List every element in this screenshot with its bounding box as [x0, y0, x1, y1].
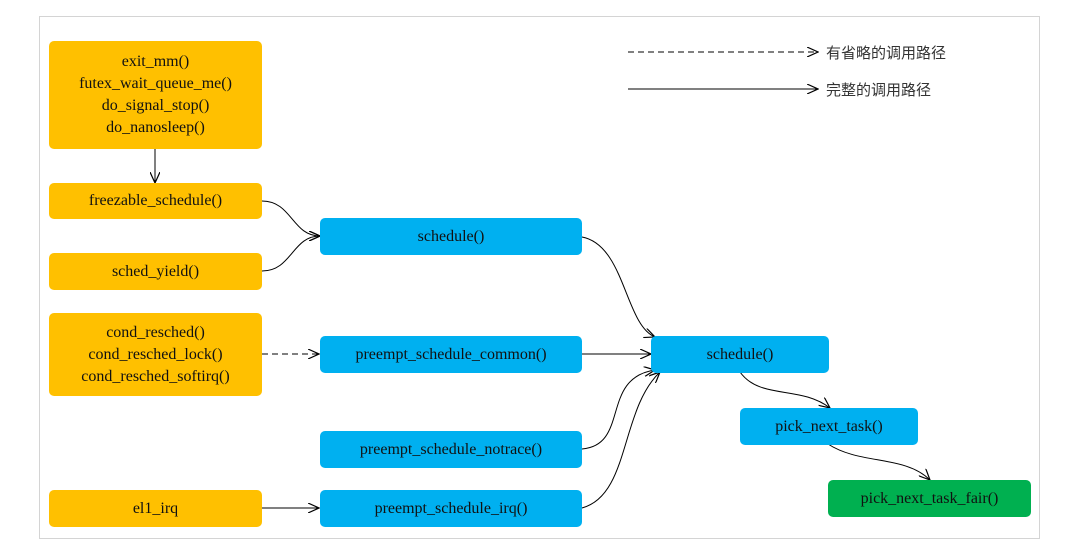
node-sched-yield-label: sched_yield() — [111, 262, 200, 280]
node-preempt-schedule-common-label: preempt_schedule_common() — [355, 345, 547, 363]
node-cond-resched-label: cond_resched() — [106, 323, 205, 341]
diagram-frame — [39, 16, 1040, 539]
edge-schedule-to-pick-next-task — [739, 371, 830, 408]
node-do-signal-stop-label: do_signal_stop() — [101, 97, 210, 114]
node-preempt-schedule-irq-label: preempt_schedule_irq() — [374, 499, 528, 517]
node-freezable-schedule: freezable_schedule() — [49, 183, 262, 219]
node-futex-wait-queue-me-label: futex_wait_queue_me() — [79, 75, 232, 92]
node-pick-next-task-label: pick_next_task() — [775, 417, 883, 435]
node-exit-mm-group: exit_mm() futex_wait_queue_me() do_signa… — [49, 41, 262, 149]
node-freezable-schedule-label: freezable_schedule() — [88, 192, 223, 209]
node-schedule-upper: schedule() — [320, 218, 582, 255]
node-preempt-schedule-irq: preempt_schedule_irq() — [320, 490, 582, 527]
node-schedule-upper-label: schedule() — [417, 227, 485, 245]
node-cond-resched-group: cond_resched() cond_resched_lock() cond_… — [49, 313, 262, 396]
node-cond-resched-lock-label: cond_resched_lock() — [88, 345, 223, 363]
node-el1-irq-label: el1_irq — [132, 499, 179, 517]
node-exit-mm-label: exit_mm() — [121, 53, 190, 70]
node-preempt-schedule-notrace: preempt_schedule_notrace() — [320, 431, 582, 468]
edge-freezable-to-schedule — [261, 200, 320, 236]
node-schedule-core-label: schedule() — [706, 345, 774, 363]
node-pick-next-task: pick_next_task() — [740, 408, 918, 445]
node-preempt-schedule-notrace-label: preempt_schedule_notrace() — [359, 440, 543, 458]
node-schedule-core: schedule() — [651, 336, 829, 373]
node-el1-irq: el1_irq — [49, 490, 262, 527]
node-sched-yield: sched_yield() — [49, 253, 262, 290]
edge-sched-yield-to-schedule — [261, 236, 320, 272]
legend-full-path-label: 完整的调用路径 — [826, 81, 932, 99]
edge-preempt-notrace-to-schedule — [581, 370, 655, 450]
node-pick-next-task-fair-label: pick_next_task_fair() — [860, 489, 999, 507]
legend-omitted-path-label: 有省略的调用路径 — [826, 44, 947, 62]
node-do-nanosleep-label: do_nanosleep() — [106, 119, 205, 136]
node-preempt-schedule-common: preempt_schedule_common() — [320, 336, 582, 373]
node-cond-resched-softirq-label: cond_resched_softirq() — [81, 367, 230, 385]
node-pick-next-task-fair: pick_next_task_fair() — [828, 480, 1031, 517]
edge-schedule-to-schedule — [581, 236, 655, 337]
edge-pick-next-task-to-fair — [827, 443, 930, 480]
edge-preempt-irq-to-schedule — [581, 372, 660, 509]
